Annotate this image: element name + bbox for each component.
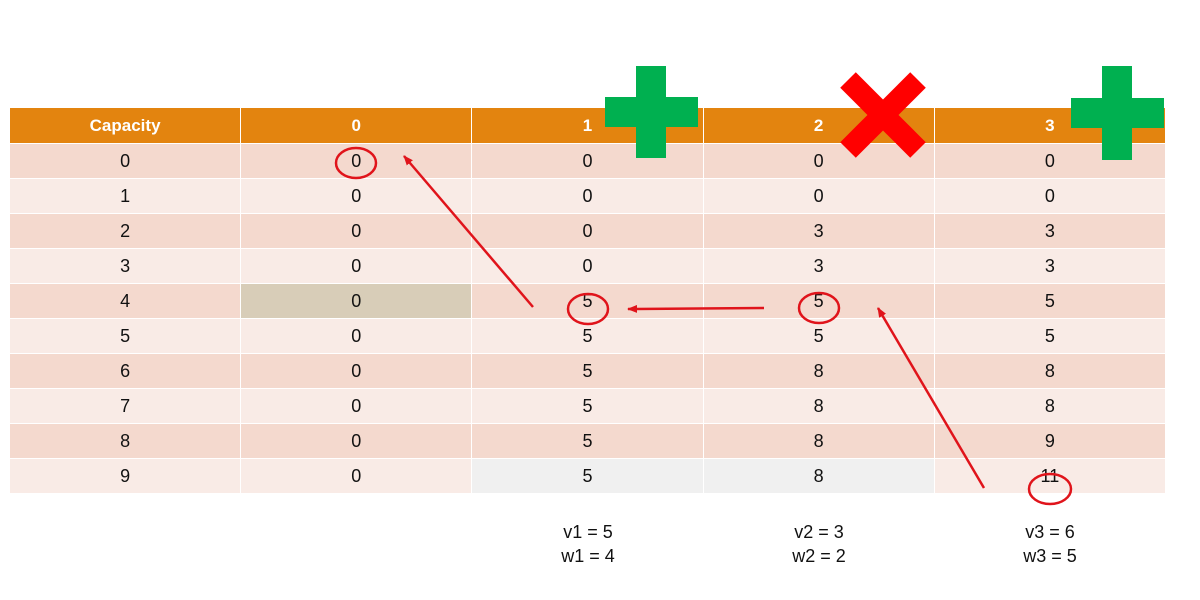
value-cell: 0: [240, 213, 473, 249]
value-cell: 0: [240, 318, 473, 354]
capacity-cell: 9: [8, 458, 242, 494]
capacity-cell: 1: [8, 178, 242, 214]
value-cell: 0: [471, 213, 704, 249]
capacity-cell: 3: [8, 248, 242, 284]
value-cell: 5: [933, 283, 1167, 319]
header-item-2: 2: [702, 107, 935, 144]
table-row: 5 0 5 5 5: [8, 318, 1167, 354]
value-cell: 0: [471, 248, 704, 284]
header-row: Capacity 0 1 2 3: [8, 107, 1167, 144]
item-3-value: v3 = 6: [1025, 522, 1075, 542]
table-row: 7 0 5 8 8: [8, 388, 1167, 424]
capacity-cell: 2: [8, 213, 242, 249]
header-item-0: 0: [240, 107, 473, 144]
value-cell: 5: [471, 423, 704, 459]
capacity-cell: 6: [8, 353, 242, 389]
value-cell: 0: [240, 388, 473, 424]
item-1-weight: w1 = 4: [561, 546, 615, 566]
item-3-weight: w3 = 5: [1023, 546, 1077, 566]
value-cell: 0: [933, 178, 1167, 214]
capacity-cell: 5: [8, 318, 242, 354]
capacity-cell: 8: [8, 423, 242, 459]
capacity-cell: 0: [8, 143, 242, 179]
value-cell: 0: [933, 143, 1167, 179]
value-cell: 5: [471, 283, 704, 319]
item-1-info: v1 = 5 w1 = 4: [528, 520, 648, 568]
capacity-cell: 7: [8, 388, 242, 424]
header-capacity: Capacity: [8, 107, 242, 144]
value-cell: 5: [702, 318, 935, 354]
value-cell-highlighted: 5: [471, 458, 704, 494]
value-cell: 0: [471, 143, 704, 179]
value-cell: 0: [702, 178, 935, 214]
value-cell: 0: [240, 143, 473, 179]
table-row: 3 0 0 3 3: [8, 248, 1167, 284]
value-cell: 8: [933, 388, 1167, 424]
value-cell: 0: [471, 178, 704, 214]
value-cell: 0: [240, 458, 473, 494]
value-cell: 5: [471, 388, 704, 424]
table-row: 2 0 0 3 3: [8, 213, 1167, 249]
value-cell: 3: [702, 248, 935, 284]
table-row: 9 0 5 8 11: [8, 458, 1167, 494]
value-cell: 0: [240, 178, 473, 214]
value-cell: 5: [471, 318, 704, 354]
value-cell: 3: [933, 213, 1167, 249]
table-row: 0 0 0 0 0: [8, 143, 1167, 179]
value-cell: 5: [471, 353, 704, 389]
value-cell-highlighted: 8: [702, 458, 935, 494]
value-cell: 9: [933, 423, 1167, 459]
item-2-weight: w2 = 2: [792, 546, 846, 566]
value-cell: 0: [240, 353, 473, 389]
item-3-info: v3 = 6 w3 = 5: [990, 520, 1110, 568]
value-cell: 3: [702, 213, 935, 249]
dp-table: Capacity 0 1 2 3 0 0 0 0 0 1 0 0 0 0 2 0…: [8, 107, 1167, 494]
value-cell: 8: [933, 353, 1167, 389]
value-cell: 5: [702, 283, 935, 319]
table-row: 6 0 5 8 8: [8, 353, 1167, 389]
value-cell: 0: [702, 143, 935, 179]
value-cell: 8: [702, 423, 935, 459]
table-row: 8 0 5 8 9: [8, 423, 1167, 459]
table-row: 1 0 0 0 0: [8, 178, 1167, 214]
item-1-value: v1 = 5: [563, 522, 613, 542]
value-cell: 0: [240, 423, 473, 459]
value-cell-highlighted: 0: [240, 283, 473, 319]
item-2-value: v2 = 3: [794, 522, 844, 542]
value-cell: 0: [240, 248, 473, 284]
value-cell: 3: [933, 248, 1167, 284]
value-cell: 8: [702, 388, 935, 424]
value-cell: 5: [933, 318, 1167, 354]
header-item-3: 3: [933, 107, 1167, 144]
value-cell: 11: [933, 458, 1167, 494]
header-item-1: 1: [471, 107, 704, 144]
value-cell: 8: [702, 353, 935, 389]
table-row: 4 0 5 5 5: [8, 283, 1167, 319]
capacity-cell: 4: [8, 283, 242, 319]
item-2-info: v2 = 3 w2 = 2: [759, 520, 879, 568]
